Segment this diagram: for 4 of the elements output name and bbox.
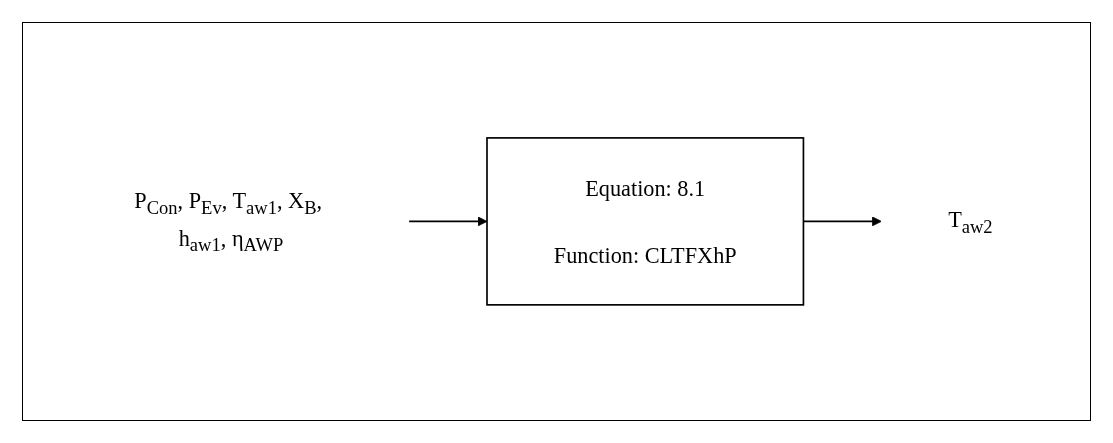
node-text: P$_{Con}$, P$_{Ev}$, T$_{aw1}$, X$_{B}$, h$_{aw1}$, η$_{AWP}$ (134, 188, 323, 256)
node-text: T$_{aw2}$ (948, 207, 993, 238)
arrow (408, 216, 488, 227)
node-box: Equation: 8.1 Function: CLTFXhP (486, 137, 805, 306)
